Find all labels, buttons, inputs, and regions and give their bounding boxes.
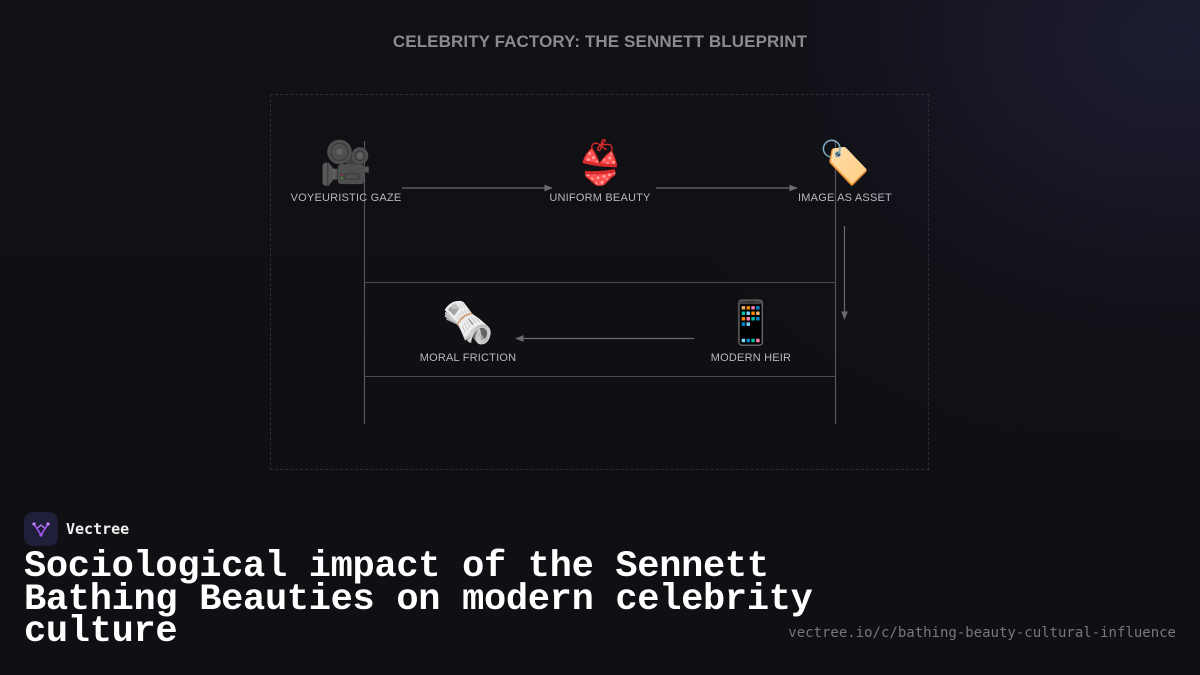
price-tag-icon: 🏷️ [818, 139, 872, 186]
diagram-frame [270, 94, 929, 470]
node-label-voyeuristic-gaze: VOYEURISTIC GAZE [290, 192, 402, 204]
node-label-image-as-asset: IMAGE AS ASSET [798, 192, 892, 204]
node-label-uniform-beauty: UNIFORM BEAUTY [549, 192, 651, 204]
movie-camera-icon: 🎥 [319, 139, 373, 186]
node-label-modern-heir: MODERN HEIR [710, 352, 792, 364]
bikini-icon: 👙 [573, 139, 627, 186]
node-image-as-asset: 🏷️ IMAGE AS ASSET [765, 138, 925, 204]
node-uniform-beauty: 👙 UNIFORM BEAUTY [520, 138, 680, 204]
diagram-title: CELEBRITY FACTORY: THE SENNETT BLUEPRINT [392, 32, 808, 51]
vectree-logo-icon [24, 512, 58, 546]
page-headline: Sociological impact of the Sennett Bathi… [24, 546, 813, 653]
mobile-phone-icon: 📱 [724, 299, 778, 346]
brand-name: Vectree [66, 520, 130, 538]
node-voyeuristic-gaze: 🎥 VOYEURISTIC GAZE [266, 138, 426, 204]
rolled-newspaper-icon: 🗞️ [441, 299, 495, 346]
node-label-moral-friction: MORAL FRICTION [419, 352, 517, 364]
page-url[interactable]: vectree.io/c/bathing-beauty-cultural-inf… [788, 625, 1176, 641]
node-modern-heir: 📱 MODERN HEIR [671, 298, 831, 364]
brand[interactable]: Vectree [24, 512, 129, 546]
node-moral-friction: 🗞️ MORAL FRICTION [388, 298, 548, 364]
